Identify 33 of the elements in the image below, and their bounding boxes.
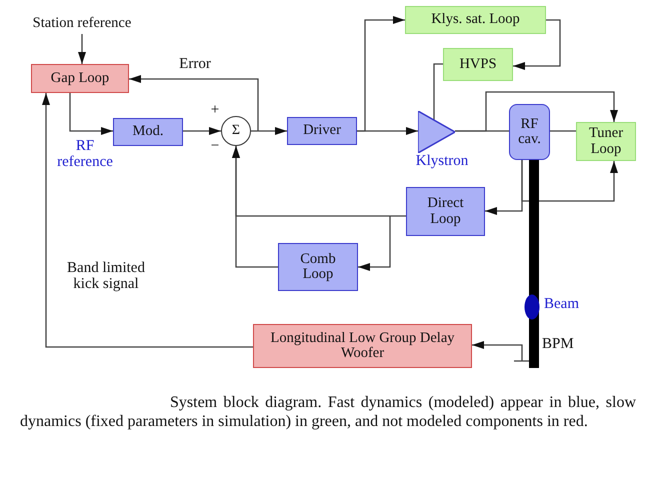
signal-source-label: Station reference bbox=[12, 14, 152, 34]
arrow bbox=[358, 216, 391, 271]
arrow bbox=[183, 127, 221, 135]
process-box: Klys. sat. Loop bbox=[405, 6, 546, 34]
arrow bbox=[42, 93, 253, 348]
signal-label: RF reference bbox=[56, 139, 114, 170]
figure-caption: System block diagram. Fast dynamics (modeled) appear in blue, slow dynamics (fixed parameters in simulation) in green, and not modeled components in red. bbox=[20, 393, 636, 432]
arrow bbox=[472, 341, 529, 362]
cavity-box: RF cav. bbox=[509, 104, 550, 160]
process-box: Gap Loop bbox=[31, 64, 129, 93]
arrow bbox=[129, 75, 259, 131]
component-label: Beam bbox=[544, 297, 580, 313]
component-label: Klystron bbox=[414, 154, 470, 170]
process-box: Driver bbox=[287, 117, 357, 145]
process-box: Direct Loop bbox=[406, 187, 485, 236]
arrow bbox=[251, 127, 287, 135]
amplifier-triangle bbox=[418, 111, 455, 153]
process-box: Longitudinal Low Group Delay Woofer bbox=[253, 324, 472, 368]
sign-label: + bbox=[210, 103, 220, 119]
sign-label: − bbox=[210, 139, 220, 155]
process-box: Tuner Loop bbox=[576, 122, 636, 161]
arrow bbox=[69, 93, 113, 135]
arrow bbox=[513, 19, 561, 70]
process-box: HVPS bbox=[443, 48, 513, 81]
arrow bbox=[232, 146, 278, 268]
summing-junction: Σ bbox=[221, 116, 251, 146]
arrow bbox=[357, 16, 405, 132]
component-label: BPM bbox=[542, 337, 575, 353]
process-box: Comb Loop bbox=[278, 243, 358, 291]
process-box: Mod. bbox=[113, 118, 183, 146]
arrow bbox=[521, 160, 618, 202]
arrow bbox=[78, 34, 86, 64]
arrow bbox=[455, 91, 618, 132]
